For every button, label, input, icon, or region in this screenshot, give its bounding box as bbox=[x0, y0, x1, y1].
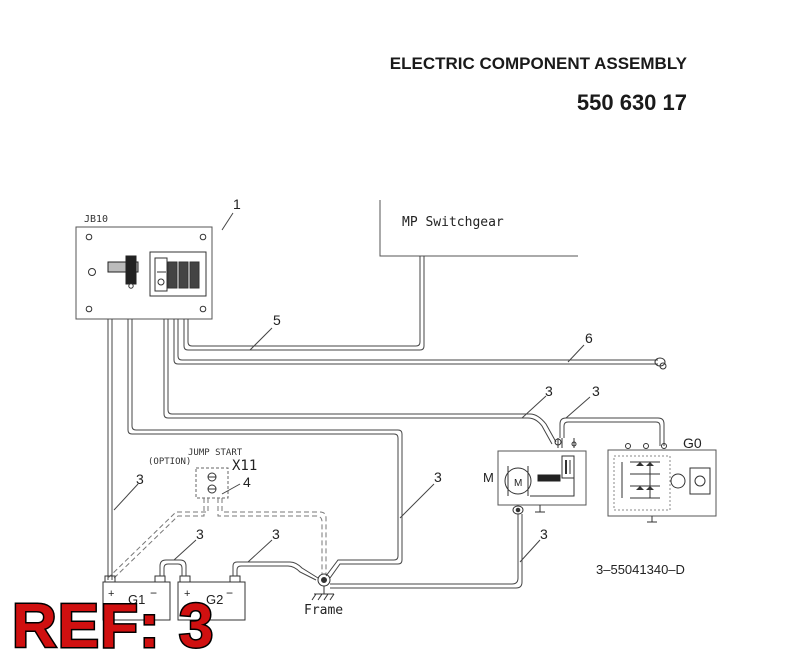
cable-3-jb-to-battery bbox=[107, 319, 113, 580]
document-title: ELECTRIC COMPONENT ASSEMBLY bbox=[389, 54, 687, 73]
part-number: 550 630 17 bbox=[576, 90, 687, 115]
ref-badge: REF: 3 bbox=[10, 592, 215, 661]
junction-box-jb10 bbox=[75, 226, 213, 320]
cable-3-g2-to-frame bbox=[232, 561, 319, 581]
callout-3-link: 3 bbox=[196, 526, 204, 542]
motor-label: M bbox=[483, 470, 494, 485]
callout-3-g0: 3 bbox=[592, 383, 600, 399]
callout-3-g2: 3 bbox=[272, 526, 280, 542]
battery1-label: G1 bbox=[128, 592, 145, 607]
battery2-minus: − bbox=[226, 586, 233, 600]
jump-start-connector-x11 bbox=[195, 467, 229, 499]
g0-label: G0 bbox=[683, 435, 702, 451]
callout-4: 4 bbox=[243, 474, 251, 490]
frame-ground bbox=[311, 573, 335, 601]
frame-label: Frame bbox=[304, 603, 343, 618]
switchgear-outline bbox=[379, 200, 578, 257]
battery2-label: G2 bbox=[206, 592, 223, 607]
drawing-reference: 3–55041340–D bbox=[596, 562, 685, 577]
callout-5: 5 bbox=[273, 312, 281, 328]
cable-3-frame-to-motor bbox=[330, 514, 523, 589]
generator-g0 bbox=[607, 443, 717, 523]
callout-6: 6 bbox=[585, 330, 593, 346]
switchgear-label: MP Switchgear bbox=[402, 215, 504, 230]
cable-5 bbox=[183, 256, 425, 351]
x11-label: X11 bbox=[232, 458, 257, 474]
callout-3-motor: 3 bbox=[545, 383, 553, 399]
callout-3-battery: 3 bbox=[136, 471, 144, 487]
callout-3-frame-motor: 3 bbox=[540, 526, 548, 542]
battery1-minus: − bbox=[150, 586, 157, 600]
motor-m bbox=[497, 438, 587, 515]
callout-leaders bbox=[113, 212, 591, 563]
option-label: (OPTION) bbox=[148, 457, 191, 467]
jump-start-leads bbox=[107, 498, 327, 581]
battery2-plus: + bbox=[184, 588, 190, 600]
callout-3-frame: 3 bbox=[434, 469, 442, 485]
jb10-label: JB10 bbox=[84, 214, 108, 225]
battery1-plus: + bbox=[108, 588, 114, 600]
callout-1: 1 bbox=[233, 196, 241, 212]
cable-3-jb-to-frame bbox=[127, 319, 403, 579]
cable-6 bbox=[173, 319, 667, 370]
cable-3-motor-to-g0 bbox=[559, 417, 665, 446]
battery-g2 bbox=[177, 575, 246, 621]
jump-start-label: JUMP START bbox=[188, 448, 243, 458]
cable-3-battery-link bbox=[159, 559, 187, 576]
motor-symbol: M bbox=[514, 478, 522, 489]
cable-3-jb-to-motor bbox=[163, 319, 557, 445]
